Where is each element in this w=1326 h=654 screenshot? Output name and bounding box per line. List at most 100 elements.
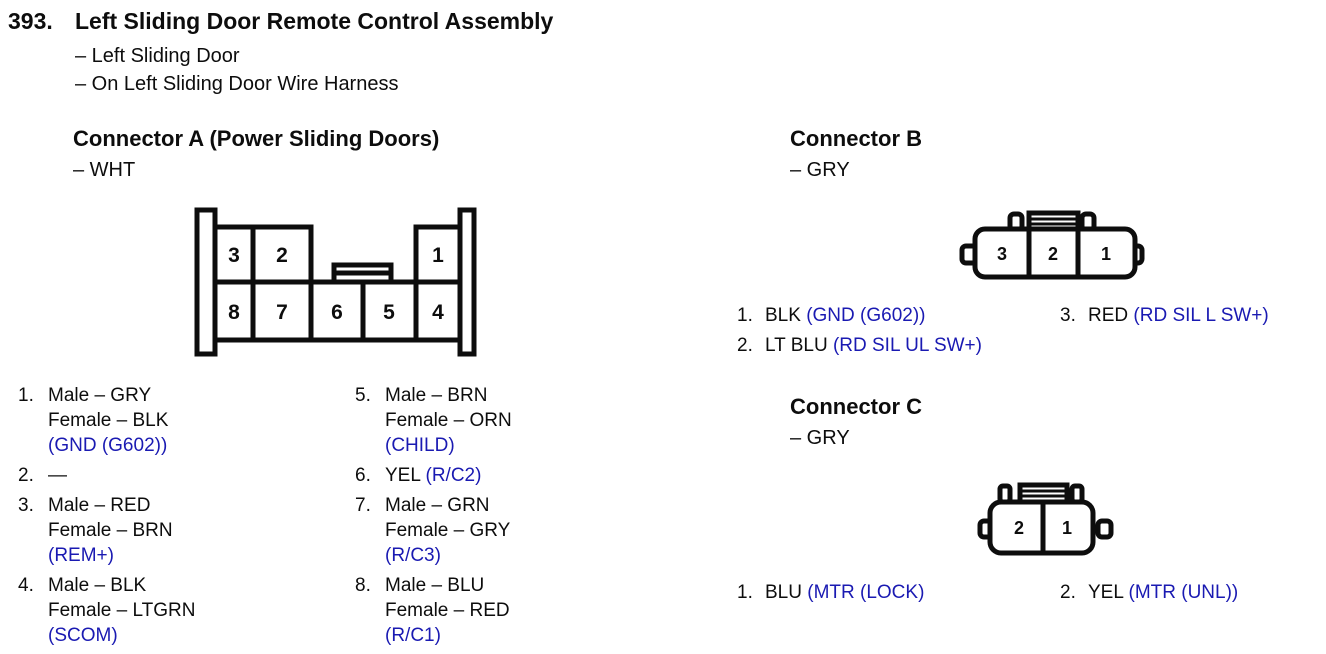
- pin-line: (CHILD): [385, 433, 685, 458]
- signal-name-text: (RD SIL L SW+): [1133, 305, 1269, 326]
- signal-name-text: (R/C3): [385, 545, 441, 566]
- pin-item: 2. —: [18, 463, 348, 488]
- signal-name-text: (MTR (UNL)): [1128, 582, 1239, 603]
- page-title: Left Sliding Door Remote Control Assembl…: [75, 8, 554, 34]
- pin-line: BLU (MTR (LOCK): [765, 580, 1037, 605]
- wire-color-text: Female – BRN: [48, 520, 173, 541]
- pin-cavity-number: 6: [331, 301, 343, 324]
- connector-c-diagram: 2 1: [977, 482, 1114, 556]
- pin-line: —: [48, 463, 348, 488]
- pin-cavity-number: 1: [1062, 518, 1072, 538]
- signal-name-text: (R/C1): [385, 625, 441, 646]
- pin-line: Male – RED: [48, 493, 348, 518]
- signal-name-text: (CHILD): [385, 435, 455, 456]
- pin-number: 3.: [18, 495, 34, 516]
- pin-line: Female – ORN: [385, 408, 685, 433]
- pin-number: 1.: [737, 305, 753, 326]
- connector-c-housing-color: – GRY: [790, 427, 850, 449]
- pin-number: 6.: [355, 465, 371, 486]
- pin-line: Female – BRN: [48, 518, 348, 543]
- location-line: – On Left Sliding Door Wire Harness: [75, 73, 399, 95]
- center-cavity-wall: [1026, 226, 1081, 280]
- pin-number: 2.: [737, 335, 753, 356]
- pin-item: 2. YEL (MTR (UNL)): [1060, 580, 1320, 605]
- pin-item: 1. Male – GRY Female – BLK (GND (G602)): [18, 383, 348, 458]
- wire-color-text: YEL: [1088, 582, 1129, 603]
- connector-a-pins-left: 1. Male – GRY Female – BLK (GND (G602)) 2. — 3…: [18, 383, 348, 648]
- connector-a-outline: [194, 207, 477, 357]
- signal-name-text: (RD SIL UL SW+): [832, 335, 982, 356]
- pin-item: 2. LT BLU (RD SIL UL SW+): [737, 333, 1037, 358]
- page-title-row: 393.Left Sliding Door Remote Control Ass…: [8, 8, 553, 34]
- wire-color-text: YEL: [385, 465, 426, 486]
- pin-line: YEL (R/C2): [385, 463, 685, 488]
- pin-lines: Male – GRY Female – BLK (GND (G602)): [48, 383, 348, 458]
- connector-a-cavity-walls: [212, 227, 463, 340]
- pin-line: Male – BLK: [48, 573, 348, 598]
- connector-a-title: Connector A (Power Sliding Doors): [73, 126, 440, 151]
- pin-cavity-number: 2: [1014, 518, 1024, 538]
- pin-lines: BLU (MTR (LOCK): [765, 580, 1037, 605]
- pin-line: (SCOM): [48, 623, 348, 648]
- pin-line: Male – BRN: [385, 383, 685, 408]
- wire-color-text: LT BLU: [765, 335, 833, 356]
- connector-a-diagram: 3 2 1 8 7 6 5 4: [194, 207, 477, 357]
- signal-name-text: (REM+): [48, 545, 114, 566]
- side-ear: [1095, 518, 1114, 540]
- signal-name-text: (GND (G602)): [48, 435, 168, 456]
- pin-number: 5.: [355, 385, 371, 406]
- pin-cavity-number: 8: [228, 301, 240, 324]
- signal-name-text: (MTR (LOCK): [807, 582, 925, 603]
- connector-c-title: Connector C: [790, 394, 922, 419]
- wire-color-text: BLU: [765, 582, 808, 603]
- pin-line: Female – RED: [385, 598, 685, 623]
- pin-lines: Male – RED Female – BRN (REM+): [48, 493, 348, 568]
- connector-c-pins-right: 2. YEL (MTR (UNL)): [1060, 580, 1320, 605]
- wire-color-text: Male – BLK: [48, 575, 147, 596]
- pin-line: (R/C3): [385, 543, 685, 568]
- pin-number: 1.: [18, 385, 34, 406]
- wire-color-text: —: [48, 465, 67, 486]
- pin-item: 3. RED (RD SIL L SW+): [1060, 303, 1320, 328]
- pin-cavity-number: 4: [432, 301, 444, 324]
- pin-line: YEL (MTR (UNL)): [1088, 580, 1320, 605]
- wire-color-text: Male – BLU: [385, 575, 485, 596]
- pin-cavity-number: 2: [276, 244, 288, 267]
- pin-line: (REM+): [48, 543, 348, 568]
- wire-color-text: Male – GRY: [48, 385, 152, 406]
- pin-number: 4.: [18, 575, 34, 596]
- pin-lines: YEL (MTR (UNL)): [1088, 580, 1320, 605]
- wire-color-text: BLK: [765, 305, 807, 326]
- wire-color-text: Male – BRN: [385, 385, 488, 406]
- pin-item: 1. BLK (GND (G602)): [737, 303, 1037, 328]
- pin-item: 4. Male – BLK Female – LTGRN(SCOM): [18, 573, 348, 648]
- pin-number: 1.: [737, 582, 753, 603]
- wire-color-text: RED: [1088, 305, 1134, 326]
- pin-lines: Male – BLK Female – LTGRN(SCOM): [48, 573, 348, 648]
- wire-color-text: Female – LTGRN: [48, 600, 196, 621]
- pin-number: 3.: [1060, 305, 1076, 326]
- pin-line: BLK (GND (G602)): [765, 303, 1037, 328]
- signal-name-text: (GND (G602)): [806, 305, 926, 326]
- wire-color-text: Female – GRY: [385, 520, 511, 541]
- wire-color-text: Female – BLK: [48, 410, 169, 431]
- pin-cavity-number: 1: [432, 244, 444, 267]
- pin-line: Male – GRY: [48, 383, 348, 408]
- pin-line: Male – GRN: [385, 493, 685, 518]
- location-line: – Left Sliding Door: [75, 45, 240, 67]
- pin-line: Male – BLU: [385, 573, 685, 598]
- pin-line: Female – GRY: [385, 518, 685, 543]
- pin-number: 7.: [355, 495, 371, 516]
- pin-line: RED (RD SIL L SW+): [1088, 303, 1320, 328]
- location-lines: – Left Sliding Door – On Left Sliding Do…: [75, 42, 398, 98]
- pin-cavity-number: 5: [383, 301, 395, 324]
- pin-number: 2.: [1060, 582, 1076, 603]
- pin-lines: LT BLU (RD SIL UL SW+): [765, 333, 1037, 358]
- pin-number: 2.: [18, 465, 34, 486]
- wire-color-text: Male – RED: [48, 495, 151, 516]
